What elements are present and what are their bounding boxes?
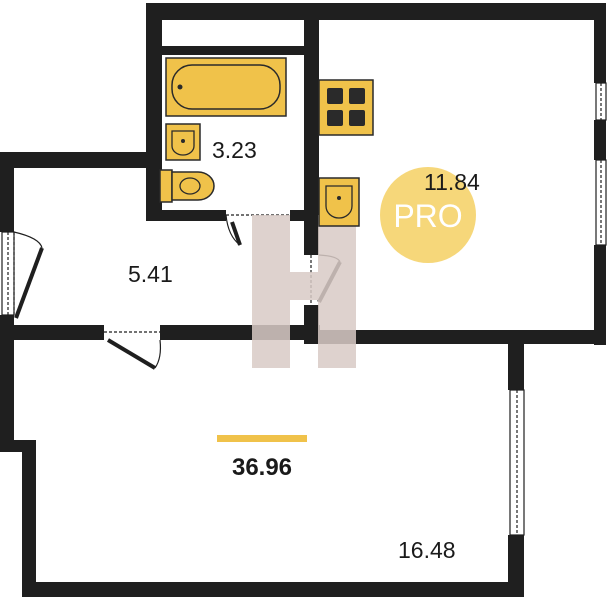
total-area-accent-bar [217, 435, 307, 442]
kitchen-area-label: 11.84 [424, 169, 480, 195]
window-icon [595, 82, 607, 121]
sink-icon [318, 177, 360, 227]
wall-hallway-top [0, 152, 162, 168]
wall-living-right-bottom [508, 535, 524, 597]
wall-bottom [22, 582, 524, 597]
wall-top [146, 3, 606, 20]
bathtub-icon [165, 57, 287, 117]
total-area-label: 36.96 [232, 454, 292, 481]
pro-badge: PRO [380, 167, 476, 263]
windows [1, 82, 607, 536]
wall-hallway-living-b [160, 325, 320, 340]
wall-living-left-lower [22, 440, 36, 597]
wall-bathroom-kitchen [304, 3, 319, 255]
bathroom-area-label: 3.23 [212, 137, 257, 163]
wall-left-bottom [0, 315, 14, 445]
wall-living-right-top [508, 330, 524, 390]
wall-bathroom-niche [162, 46, 304, 55]
stove-icon [318, 79, 374, 136]
living-room-area-label: 16.48 [398, 537, 456, 563]
hallway-area-label: 5.41 [128, 261, 173, 287]
toilet-icon [159, 169, 215, 203]
window-icon [1, 231, 15, 316]
wall-bathroom-bottom [146, 210, 226, 221]
wall-right-mid [594, 120, 606, 160]
door-icon [104, 331, 162, 370]
walls [0, 3, 606, 597]
wall-right-top [594, 3, 606, 83]
window-icon [509, 389, 525, 536]
wall-kitchen-living [304, 330, 606, 344]
wall-left-top [0, 152, 14, 232]
wall-hallway-living-a [0, 325, 104, 340]
window-icon [595, 159, 607, 246]
watermark-logo [252, 215, 356, 368]
sink-icon [165, 123, 201, 161]
door-icon [13, 231, 44, 319]
pro-badge-label: PRO [393, 198, 462, 234]
wall-right-low [594, 245, 606, 345]
